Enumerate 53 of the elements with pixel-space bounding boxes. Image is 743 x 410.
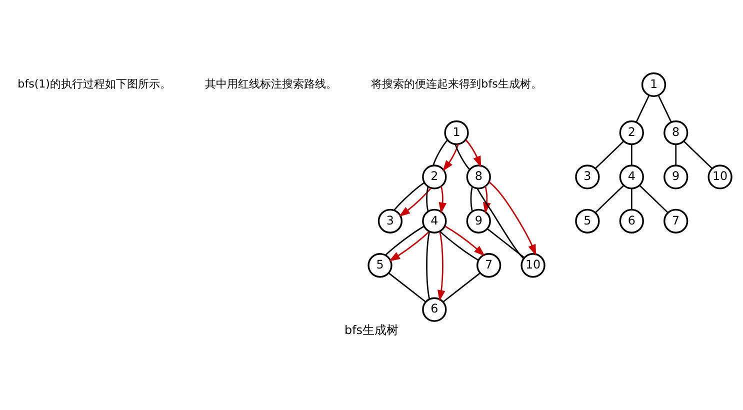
label: bfs(1)的执行过程如下图所示。 xyxy=(18,78,172,91)
arrow xyxy=(388,231,430,262)
connector xyxy=(385,226,424,256)
connector xyxy=(636,95,650,122)
node-circle: 9 xyxy=(466,208,491,234)
node-circle: 1 xyxy=(641,72,666,98)
connector xyxy=(388,272,426,302)
connector xyxy=(432,140,448,166)
node-circle: 9 xyxy=(664,164,688,190)
node-circle: 2 xyxy=(422,164,447,190)
connector xyxy=(684,140,712,169)
node-circle: 6 xyxy=(619,208,644,234)
node-circle: 7 xyxy=(476,253,502,278)
connector xyxy=(658,95,672,122)
arrow xyxy=(488,182,536,256)
arrow xyxy=(465,139,482,168)
node-circle: 3 xyxy=(575,164,600,190)
node-circle: 8 xyxy=(664,120,688,146)
node-circle: 5 xyxy=(368,253,392,278)
connector xyxy=(442,272,480,302)
connector xyxy=(630,188,632,210)
connector xyxy=(394,182,425,210)
arrow xyxy=(442,144,459,172)
node-circle: 3 xyxy=(378,208,403,234)
connector xyxy=(454,144,470,170)
arrow xyxy=(438,186,447,214)
node-circle: 8 xyxy=(466,164,491,190)
connector xyxy=(486,228,525,258)
arrow xyxy=(398,188,432,217)
connector xyxy=(639,185,668,214)
caption: bfs生成树 xyxy=(344,322,398,337)
node-circle: 10 xyxy=(708,164,732,190)
label: 将搜索的便连起来得到bfs生成树。 xyxy=(371,78,542,91)
label: 其中用红线标注搜索路线。 xyxy=(205,78,338,91)
node-circle: 1 xyxy=(444,120,469,146)
connector xyxy=(675,144,677,166)
connector xyxy=(426,186,429,212)
connector xyxy=(440,230,479,261)
node-circle: 6 xyxy=(422,297,447,322)
node-circle: 4 xyxy=(422,208,447,234)
node-circle: 4 xyxy=(619,164,644,190)
connector xyxy=(595,185,624,214)
node-circle: 10 xyxy=(520,253,546,278)
connector xyxy=(426,232,430,300)
node-circle: 2 xyxy=(619,120,644,146)
connector xyxy=(470,186,473,212)
connector xyxy=(476,188,524,260)
arrow xyxy=(438,231,446,302)
node-circle: 7 xyxy=(664,208,688,234)
connector xyxy=(630,144,632,166)
arrow xyxy=(444,226,486,256)
node-circle: 5 xyxy=(575,208,600,234)
connector xyxy=(595,140,624,169)
